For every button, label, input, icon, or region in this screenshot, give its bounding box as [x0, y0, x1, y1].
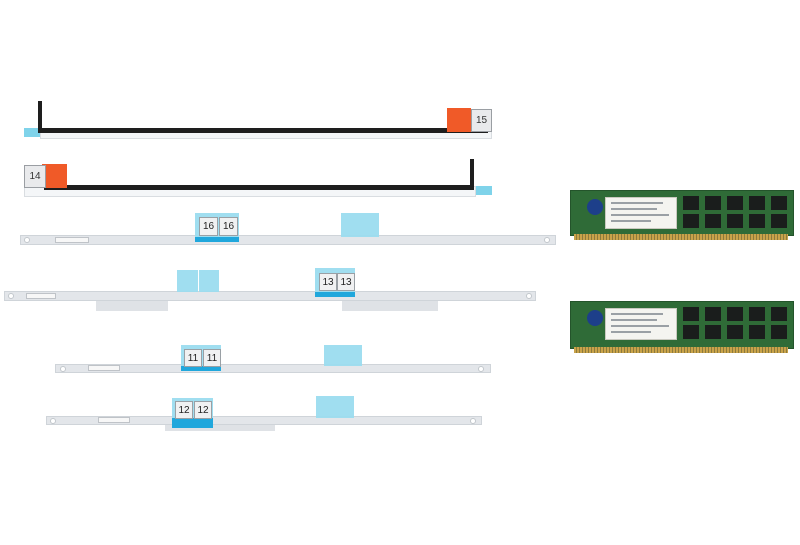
- gold-contacts: [574, 347, 788, 353]
- memory-chip: [771, 214, 787, 228]
- orange-tab: [447, 108, 471, 132]
- memory-chip: [749, 196, 765, 210]
- memory-chip: [727, 325, 743, 339]
- strip-body: [4, 291, 536, 301]
- memory-chip: [749, 307, 765, 321]
- hole-left: [8, 293, 14, 299]
- memory-chip: [683, 325, 699, 339]
- number-label: 13: [319, 273, 337, 291]
- number-label: 16: [199, 217, 218, 236]
- label-text-line: [611, 319, 657, 321]
- tiny-label: [98, 417, 130, 423]
- hole-right: [544, 237, 550, 243]
- strip-body: [55, 364, 491, 373]
- blue-band: [195, 237, 239, 242]
- owl-logo-icon: [587, 310, 603, 326]
- number-label: 13: [337, 273, 355, 291]
- memory-chip: [683, 196, 699, 210]
- tab-number-label: 14: [24, 165, 46, 188]
- cyan-pad: [199, 270, 219, 292]
- strip-flap: [96, 298, 168, 311]
- memory-chip: [705, 307, 721, 321]
- blue-band: [315, 292, 355, 297]
- tiny-label: [26, 293, 56, 299]
- strip-body: [20, 235, 556, 245]
- memory-chip: [683, 214, 699, 228]
- strip-bar: [38, 128, 488, 133]
- strip-bar: [44, 185, 474, 190]
- blue-band: [172, 418, 213, 428]
- cyan-pad: [177, 270, 198, 292]
- memory-chip: [771, 307, 787, 321]
- hole-left: [24, 237, 30, 243]
- memory-chip: [683, 307, 699, 321]
- memory-chip: [771, 196, 787, 210]
- tiny-label: [55, 237, 89, 243]
- number-label: 11: [184, 349, 202, 367]
- cyan-pad: [341, 213, 379, 237]
- gold-contacts: [574, 234, 788, 240]
- vertical-end: [470, 159, 474, 190]
- label-text-line: [611, 325, 669, 327]
- memory-chip: [727, 214, 743, 228]
- number-label: 12: [175, 401, 193, 419]
- label-text-line: [611, 313, 663, 315]
- memory-chip: [749, 214, 765, 228]
- number-label: 11: [203, 349, 221, 367]
- vertical-end: [38, 101, 42, 132]
- label-text-line: [611, 202, 663, 204]
- blue-band: [181, 366, 221, 371]
- strip-body: [46, 416, 482, 425]
- hole-right: [470, 418, 476, 424]
- hole-right: [526, 293, 532, 299]
- label-text-line: [611, 214, 669, 216]
- memory-chip: [705, 214, 721, 228]
- memory-chip: [749, 325, 765, 339]
- owl-logo-icon: [587, 199, 603, 215]
- strip-flap: [342, 298, 438, 311]
- hole-left: [50, 418, 56, 424]
- label-text-line: [611, 331, 651, 333]
- memory-chip: [727, 196, 743, 210]
- number-label: 12: [194, 401, 212, 419]
- hole-right: [478, 366, 484, 372]
- memory-chip: [705, 196, 721, 210]
- number-label: 16: [219, 217, 238, 236]
- cyan-pad: [324, 345, 362, 366]
- label-text-line: [611, 220, 651, 222]
- memory-chip: [727, 307, 743, 321]
- memory-chip: [771, 325, 787, 339]
- hole-left: [60, 366, 66, 372]
- tab-number-label: 15: [471, 109, 492, 132]
- tiny-label: [88, 365, 120, 371]
- label-text-line: [611, 208, 657, 210]
- memory-chip: [705, 325, 721, 339]
- strip-flap: [165, 423, 275, 431]
- orange-tab: [42, 164, 67, 188]
- cyan-pad: [316, 396, 354, 418]
